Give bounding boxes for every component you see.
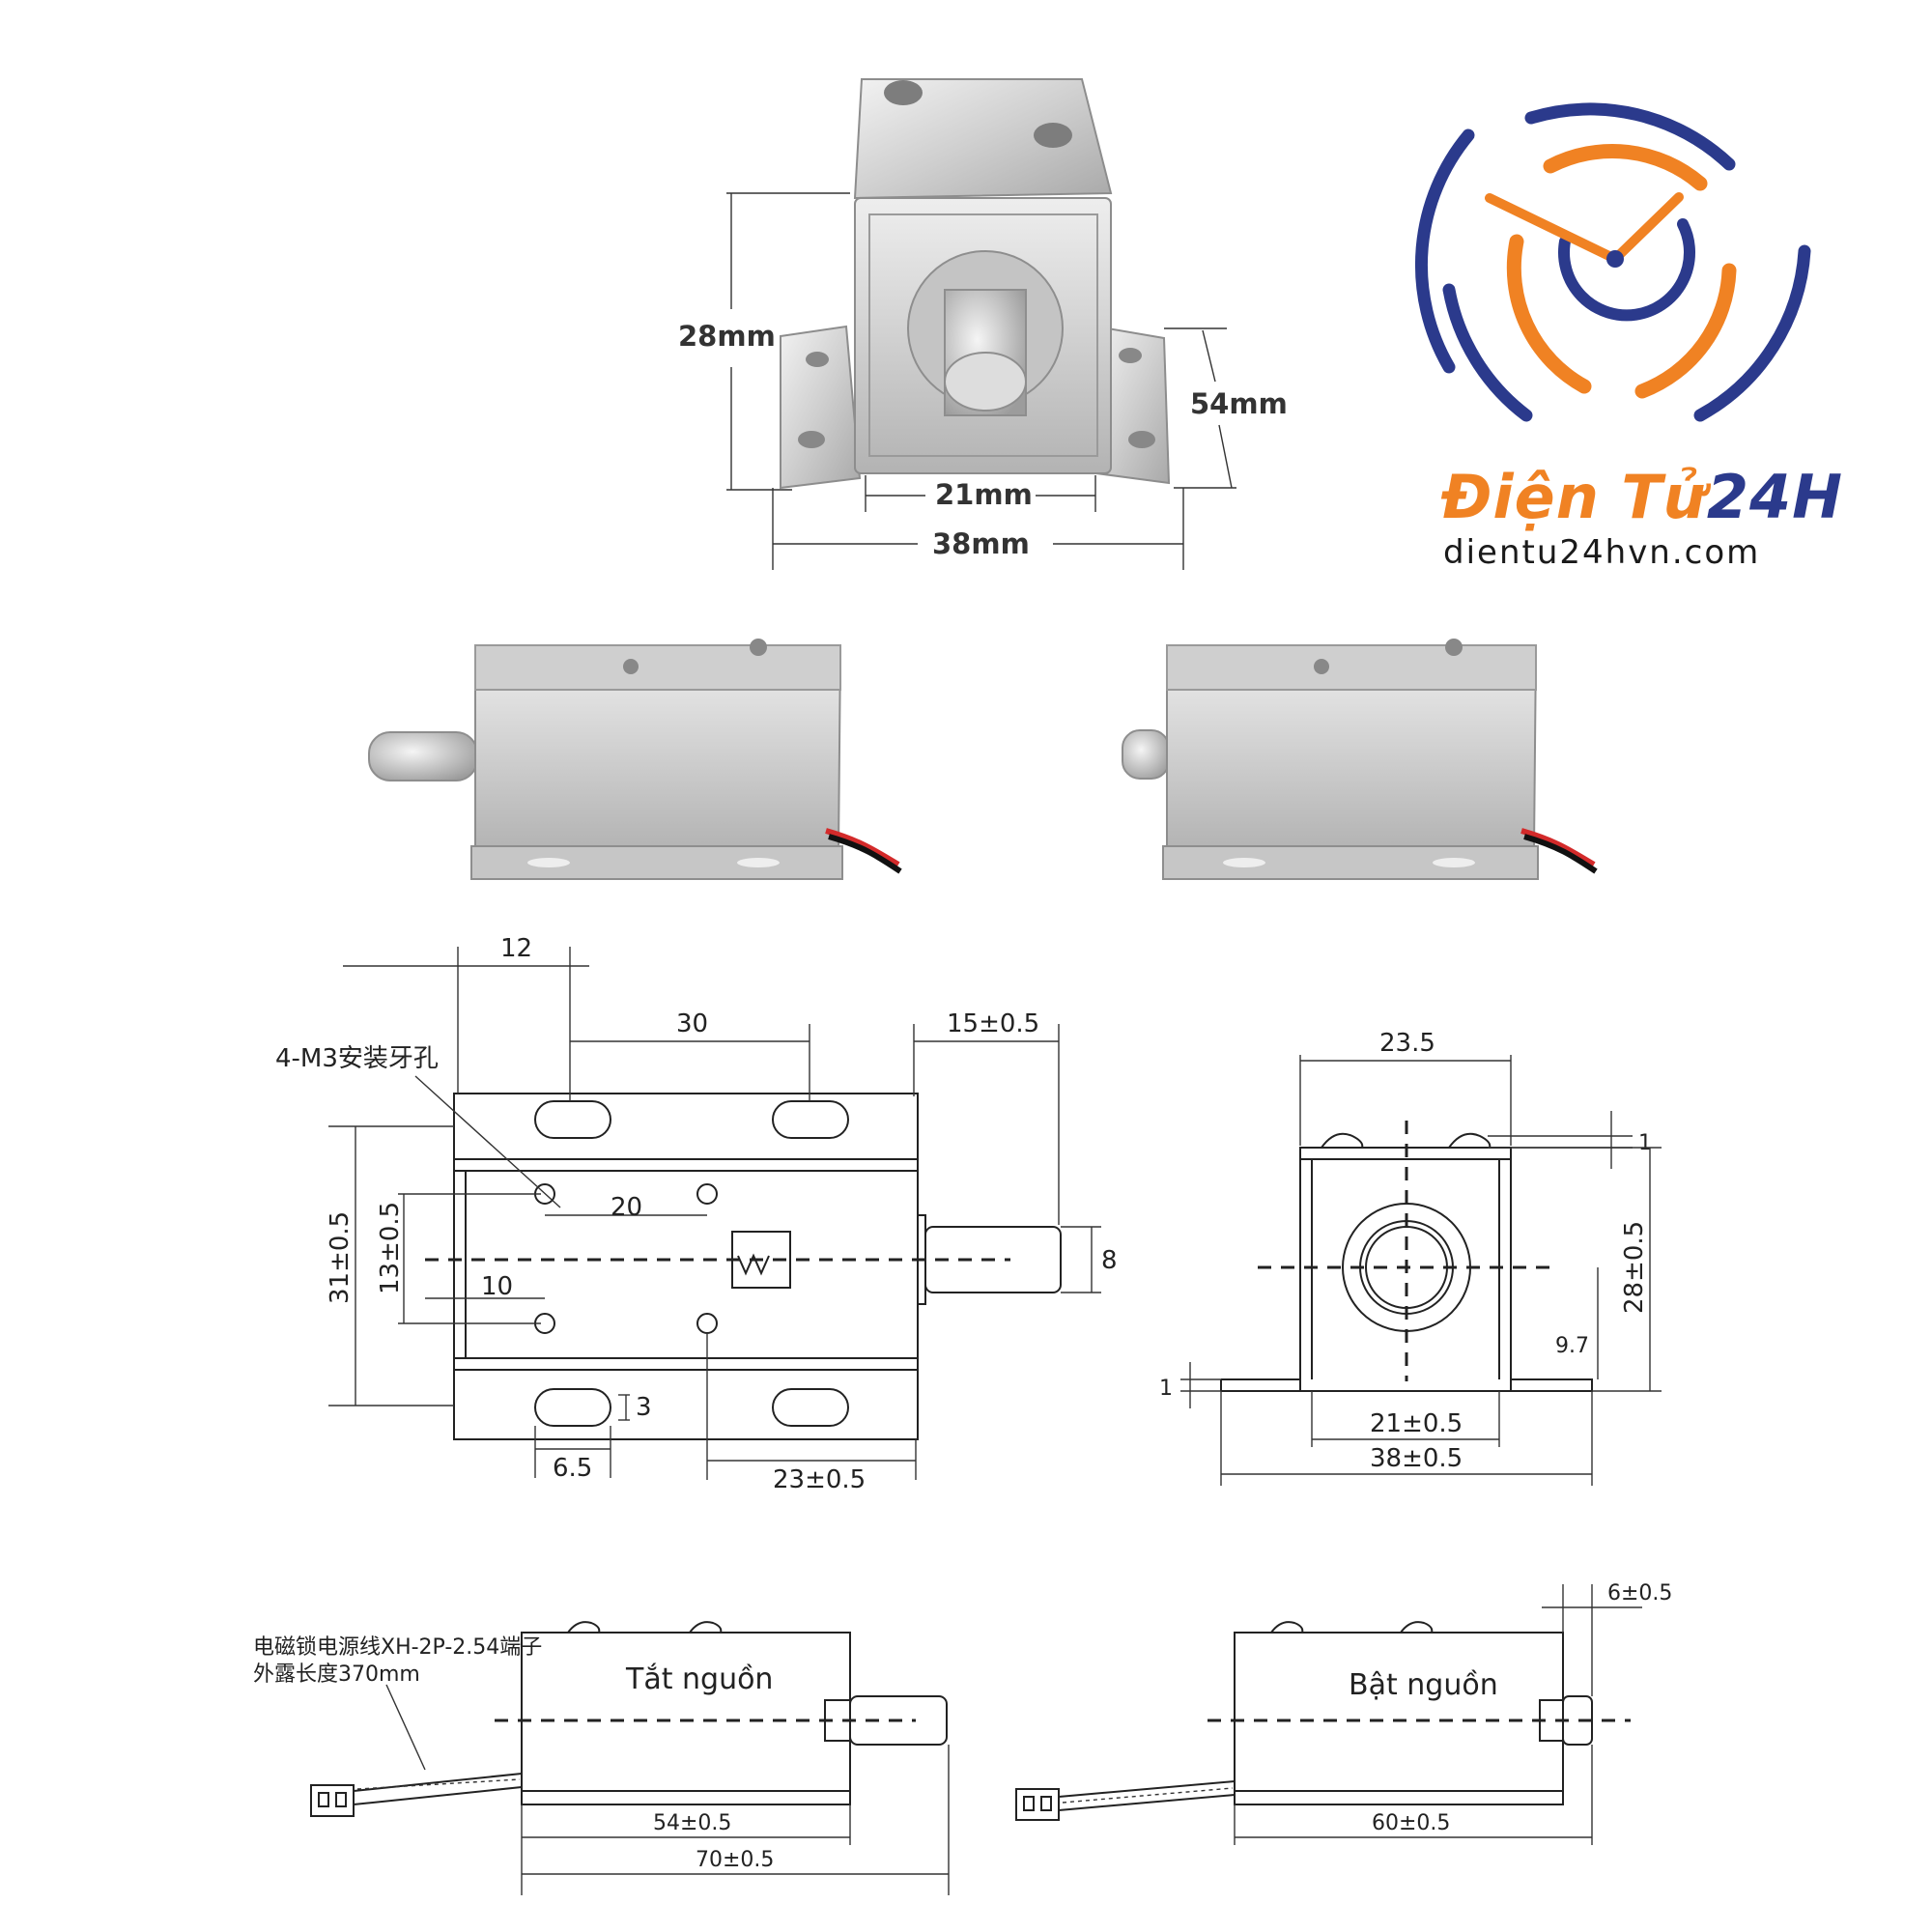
dim-1-top: 1: [1638, 1131, 1652, 1155]
brand-website: dientu24hvn.com: [1443, 533, 1761, 572]
dim-3: 3: [636, 1393, 652, 1422]
dim-body-width-label: 21mm: [935, 478, 1033, 511]
front-view-drawing: 23.5 1 28±0.5 9.7 1 21±0.5 38±0.5: [1159, 1029, 1662, 1486]
dim-54: 54±0.5: [653, 1811, 731, 1835]
cable-note-line2: 外露长度370mm: [253, 1662, 420, 1687]
screw-hole: [798, 431, 825, 448]
dim-23-5: 23.5: [1379, 1029, 1435, 1058]
dim-13: 13±0.5: [376, 1202, 405, 1294]
dim-6: 6±0.5: [1607, 1581, 1672, 1605]
dim-28: 28±0.5: [1620, 1221, 1649, 1314]
dim-10: 10: [481, 1272, 513, 1301]
mount-holes-note: 4-M3安装牙孔: [275, 1044, 439, 1073]
dim-21: 21±0.5: [1370, 1409, 1463, 1438]
product-photo-front: 28mm 54mm 21mm 38mm: [678, 78, 1288, 570]
logo-arc: [1524, 102, 1736, 171]
dim-15: 15±0.5: [947, 1009, 1039, 1038]
dim-8: 8: [1101, 1246, 1118, 1275]
top-view-drawing: 12 30 15±0.5 4-M3安装牙孔 20 31±0.5 13±0.5 1…: [275, 934, 1118, 1494]
dim-70: 70±0.5: [696, 1848, 774, 1872]
dim-38: 38±0.5: [1370, 1444, 1463, 1473]
cable-note-line1: 电磁锁电源线XH-2P-2.54端子: [253, 1635, 542, 1660]
dim-31: 31±0.5: [326, 1211, 355, 1304]
brand-name-part1: Điện Tử: [1441, 462, 1707, 532]
dim-6-5: 6.5: [553, 1454, 592, 1483]
brand-name: Điện Tử24H: [1441, 462, 1843, 532]
dim-depth-label: 54mm: [1190, 387, 1288, 420]
side-view-off-drawing: 电磁锁电源线XH-2P-2.54端子 外露长度370mm Tắt nguồn 5…: [253, 1621, 950, 1895]
top-screw: [1034, 123, 1072, 148]
dim-60: 60±0.5: [1372, 1811, 1450, 1835]
dim-12: 12: [500, 934, 532, 963]
product-photo-side-extended: [368, 639, 902, 880]
clock-hand-icon: [1485, 193, 1620, 264]
brand-name-part2: 24H: [1706, 462, 1844, 532]
screw-hole: [806, 352, 829, 367]
dim-height-label: 28mm: [678, 320, 776, 353]
screw-hole: [1128, 431, 1155, 448]
brand-logo: [1415, 102, 1811, 422]
product-photo-side-retracted: [1122, 639, 1598, 880]
dim-9-7: 9.7: [1555, 1334, 1589, 1358]
side-view-on-drawing: Bật nguồn 6±0.5 60±0.5: [1015, 1581, 1672, 1845]
dim-20: 20: [611, 1193, 642, 1222]
dim-30: 30: [676, 1009, 708, 1038]
dim-1-left: 1: [1159, 1377, 1173, 1401]
top-screw: [884, 80, 923, 105]
dim-23: 23±0.5: [773, 1465, 866, 1494]
power-on-label: Bật nguồn: [1349, 1668, 1498, 1702]
power-off-label: Tắt nguồn: [625, 1662, 773, 1696]
screw-hole: [1119, 348, 1142, 363]
dim-base-width-label: 38mm: [932, 527, 1030, 560]
